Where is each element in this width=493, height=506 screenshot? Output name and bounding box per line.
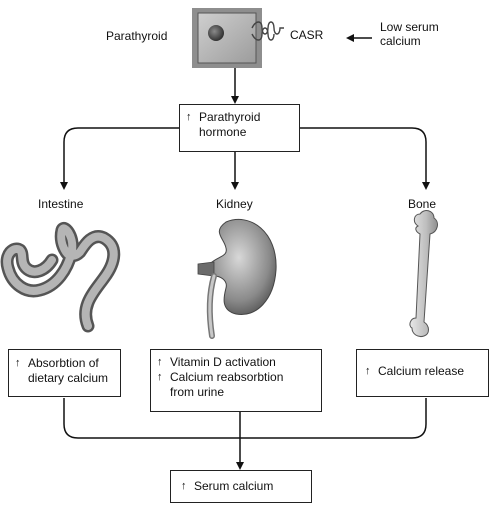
kidney-label: Kidney: [216, 197, 253, 211]
intestine-illustration-highlight: [3, 224, 118, 330]
hormone-line-1: Parathyroid: [199, 110, 261, 124]
bone-illustration: [409, 210, 438, 337]
casr-label: CASR: [290, 28, 324, 42]
serum-calcium-label: Serum calcium: [194, 479, 274, 493]
increase-arrow-icon: ↑: [157, 371, 163, 383]
casr-receptor-icon: [251, 21, 284, 35]
casr-receptor-icon-lower: [251, 27, 275, 41]
parathyroid-label: Parathyroid: [106, 29, 168, 43]
increase-arrow-icon: ↑: [365, 365, 371, 377]
intestine-effect-line-1: Absorbtion of: [28, 356, 99, 370]
kidney-effect-line-3: from urine: [170, 385, 225, 399]
merge-curve-left: [63, 398, 427, 439]
branch-curve-right: [411, 127, 430, 190]
branch-curve-left: [60, 127, 79, 190]
parathyroid-hormone-box: ↑ Parathyroid hormone: [179, 104, 300, 152]
increase-arrow-icon: ↑: [181, 480, 187, 492]
parathyroid-cell-illustration: [192, 8, 262, 68]
intestine-effect-box: ↑ Absorbtion of dietary calcium: [8, 349, 121, 397]
kidney-effect-box: ↑ Vitamin D activation ↑ Calcium reabsor…: [150, 349, 322, 412]
serum-calcium-box: ↑ Serum calcium: [170, 470, 312, 503]
hormone-line-2: hormone: [199, 125, 247, 139]
increase-arrow-icon: ↑: [186, 111, 192, 123]
bone-label: Bone: [408, 197, 437, 211]
low-serum-calcium-label: Low serum calcium: [380, 20, 439, 48]
bone-effect-box: ↑ Calcium release: [356, 349, 489, 397]
increase-arrow-icon: ↑: [157, 356, 163, 368]
bone-effect-line-1: Calcium release: [378, 364, 465, 378]
increase-arrow-icon: ↑: [15, 357, 21, 369]
kidney-illustration: [197, 219, 277, 339]
intestine-label: Intestine: [38, 197, 84, 211]
kidney-effect-line-1: Vitamin D activation: [170, 355, 276, 369]
intestine-effect-line-2: dietary calcium: [28, 371, 109, 385]
kidney-effect-line-2: Calcium reabsorbtion: [170, 370, 284, 384]
